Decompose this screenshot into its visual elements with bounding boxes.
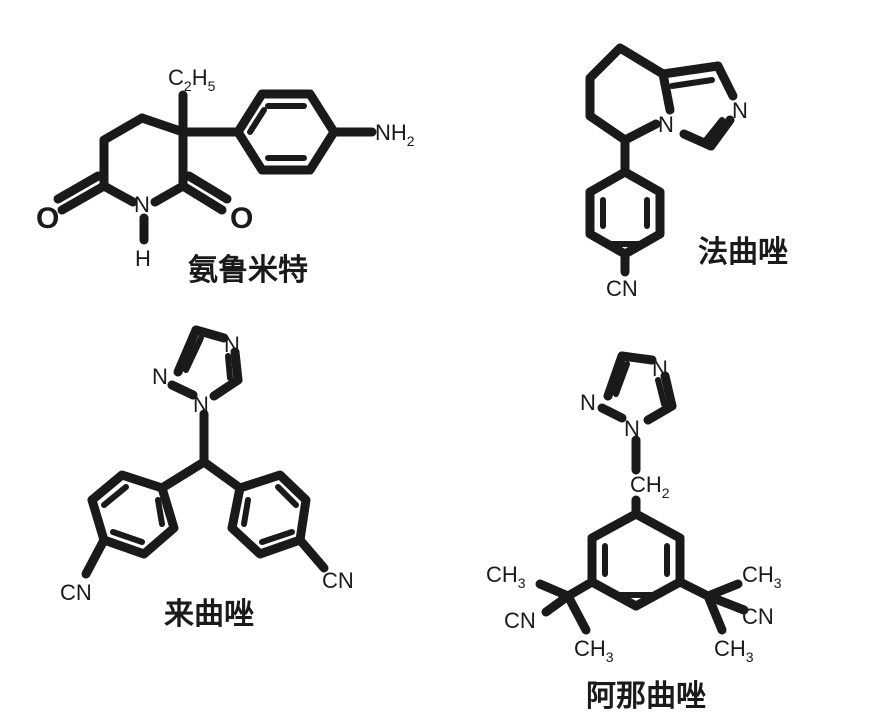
letrozole-nitrile-left-label: CN xyxy=(60,580,92,605)
triazole-n2-label: N xyxy=(580,390,596,415)
ring-nitrogen-label: N xyxy=(134,192,150,217)
molecule-aminoglutethimide: C2H5 NH2 N H O O 氨鲁米特 xyxy=(36,65,415,288)
triazole-n1-label: N xyxy=(193,392,209,417)
methyl-left-lower-label: CH3 xyxy=(574,636,614,665)
methylene-label: CH2 xyxy=(630,472,670,501)
aminoglutethimide-name: 氨鲁米特 xyxy=(188,253,308,288)
methyl-left-upper-label: CH3 xyxy=(486,562,526,591)
nitrile-right-label: CN xyxy=(742,604,774,629)
fadrozole-nitrile-label: CN xyxy=(606,276,638,301)
imidazole-nitrogen-label: N xyxy=(732,98,748,123)
amine-label: NH2 xyxy=(375,120,415,149)
triazole-n4-label: N xyxy=(652,356,668,381)
ethyl-label: C2H5 xyxy=(168,65,216,94)
triazole-n2-label: N xyxy=(152,364,168,389)
carbonyl-oxygen-left-label: O xyxy=(36,202,59,235)
nitrile-left-label: CN xyxy=(504,608,536,633)
fadrozole-name: 法曲唑 xyxy=(698,235,788,270)
fadrozole-bonds xyxy=(585,43,738,277)
carbonyl-oxygen-right-label: O xyxy=(230,202,253,235)
molecule-anastrozole: N N N CH2 CH3 CN CH3 CH3 CN CH3 阿那曲唑 xyxy=(486,351,782,714)
aminoglutethimide-bonds xyxy=(53,89,377,245)
methyl-right-lower-label: CH3 xyxy=(714,636,754,665)
anastrozole-bonds xyxy=(535,351,749,635)
triazole-n1-label: N xyxy=(624,416,640,441)
letrozole-nitrile-right-label: CN xyxy=(322,568,354,593)
imide-hydrogen-label: H xyxy=(135,246,151,271)
anastrozole-name: 阿那曲唑 xyxy=(586,679,706,714)
triazole-n4-label: N xyxy=(224,332,240,357)
methyl-right-upper-label: CH3 xyxy=(742,562,782,591)
letrozole-bonds xyxy=(81,325,329,579)
letrozole-name: 来曲唑 xyxy=(164,597,254,632)
molecule-fadrozole: N N CN 法曲唑 xyxy=(585,43,788,301)
molecule-letrozole: N N N CN CN 来曲唑 xyxy=(60,325,354,632)
fused-nitrogen-label: N xyxy=(658,112,674,137)
